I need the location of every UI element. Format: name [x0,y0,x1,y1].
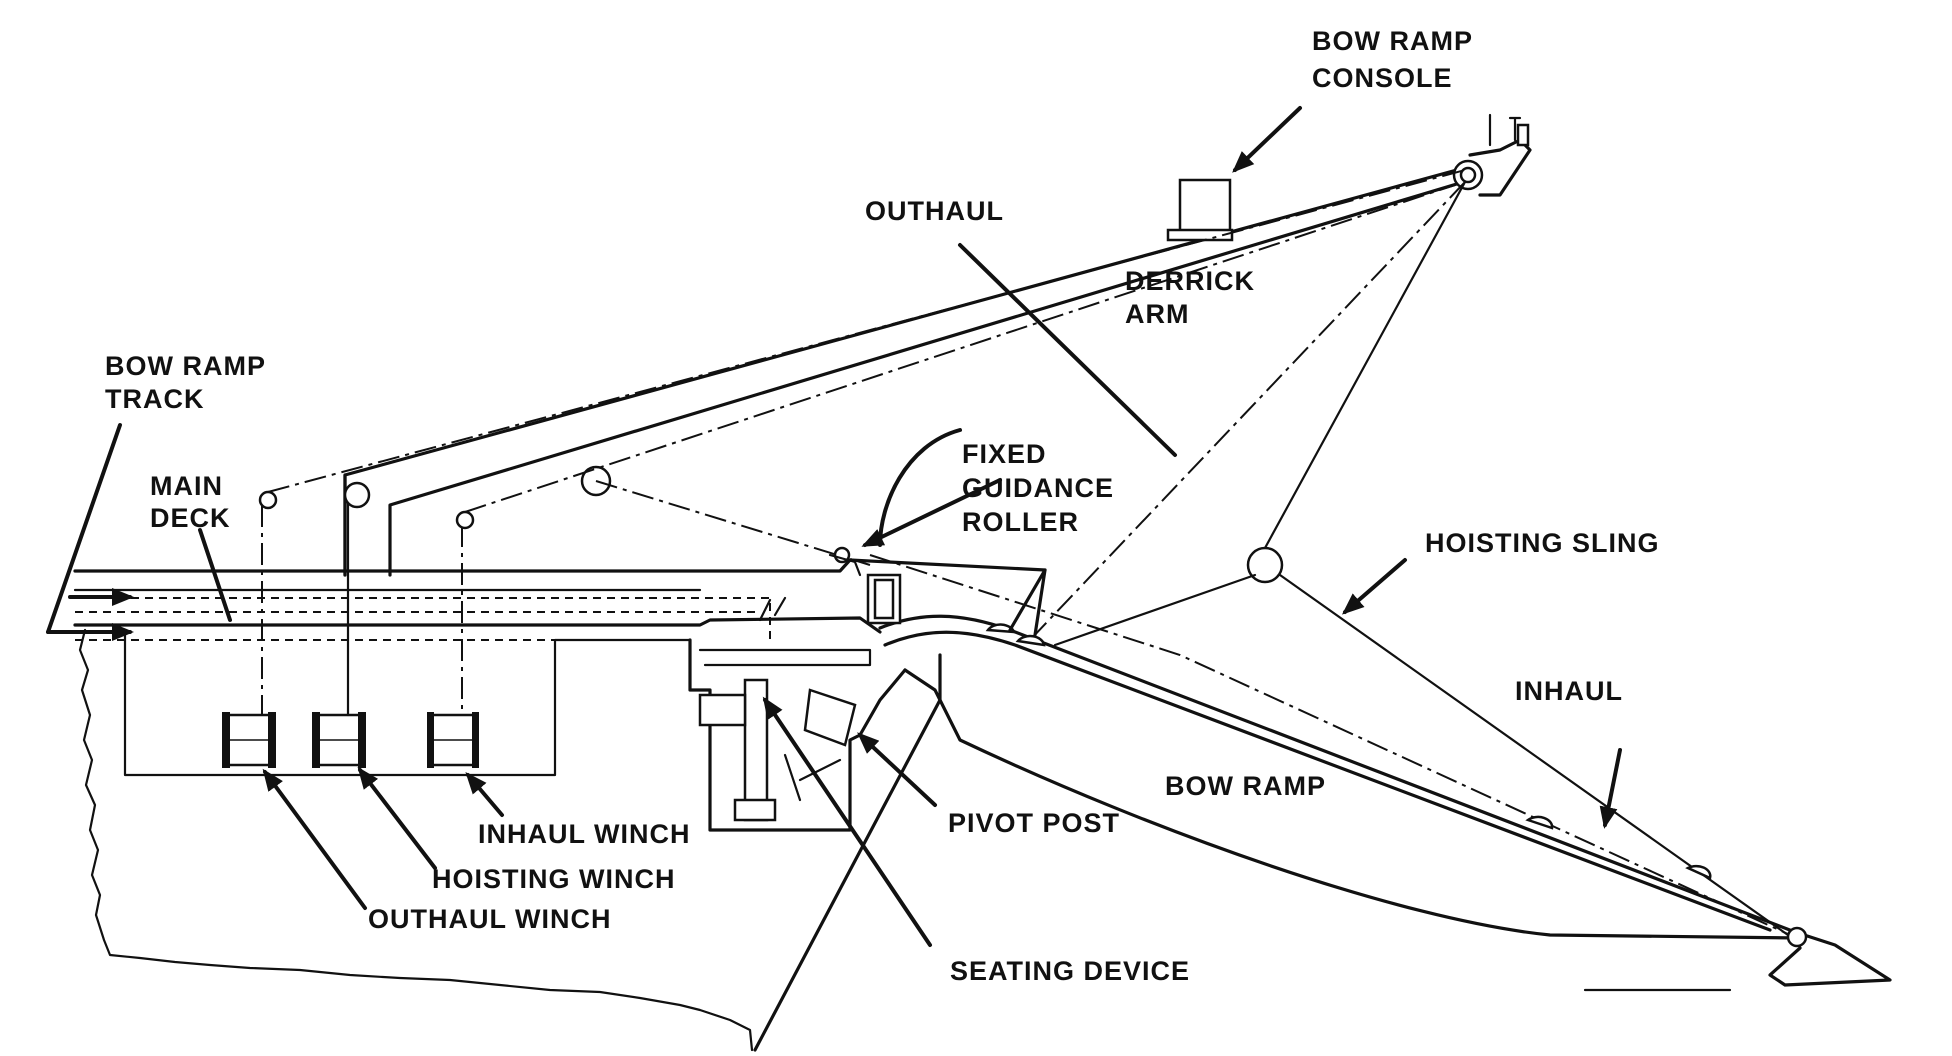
labels: BOW RAMP CONSOLE OUTHAUL DERRICK ARM BOW… [105,26,1660,986]
label-main-deck-2: DECK [150,503,231,533]
label-pivot-post: PIVOT POST [948,808,1120,838]
bow-ramp [878,614,1892,992]
label-derrick-arm-1: DERRICK [1125,266,1255,296]
label-outhaul-winch: OUTHAUL WINCH [368,904,611,934]
label-bow-ramp: BOW RAMP [1165,771,1326,801]
inhaul-winch [427,712,479,768]
label-bow-ramp-track-2: TRACK [105,384,205,414]
winch-cables [261,498,463,717]
ship-hull [73,558,1047,1052]
label-bow-ramp-console-2: CONSOLE [1312,63,1453,93]
label-fixed-guidance-roller-2: GUIDANCE [962,473,1114,503]
derrick-arm [343,113,1532,577]
rigging [267,169,1797,942]
label-fixed-guidance-roller-3: ROLLER [962,507,1079,537]
label-outhaul: OUTHAUL [865,196,1004,226]
seating-structure [688,546,1047,1052]
pulleys [258,465,1284,584]
label-hoisting-sling: HOISTING SLING [1425,528,1660,558]
label-fixed-guidance-roller-1: FIXED [962,439,1047,469]
label-derrick-arm-2: ARM [1125,299,1190,329]
label-bow-ramp-console-1: BOW RAMP [1312,26,1473,56]
label-bow-ramp-track-1: BOW RAMP [105,351,266,381]
label-hoisting-winch: HOISTING WINCH [432,864,676,894]
label-main-deck-1: MAIN [150,471,223,501]
leader-arrows [46,106,1622,947]
outhaul-winch [222,712,276,768]
label-seating-device: SEATING DEVICE [950,956,1190,986]
label-inhaul: INHAUL [1515,676,1623,706]
hoisting-winch [312,712,366,768]
label-inhaul-winch: INHAUL WINCH [478,819,690,849]
